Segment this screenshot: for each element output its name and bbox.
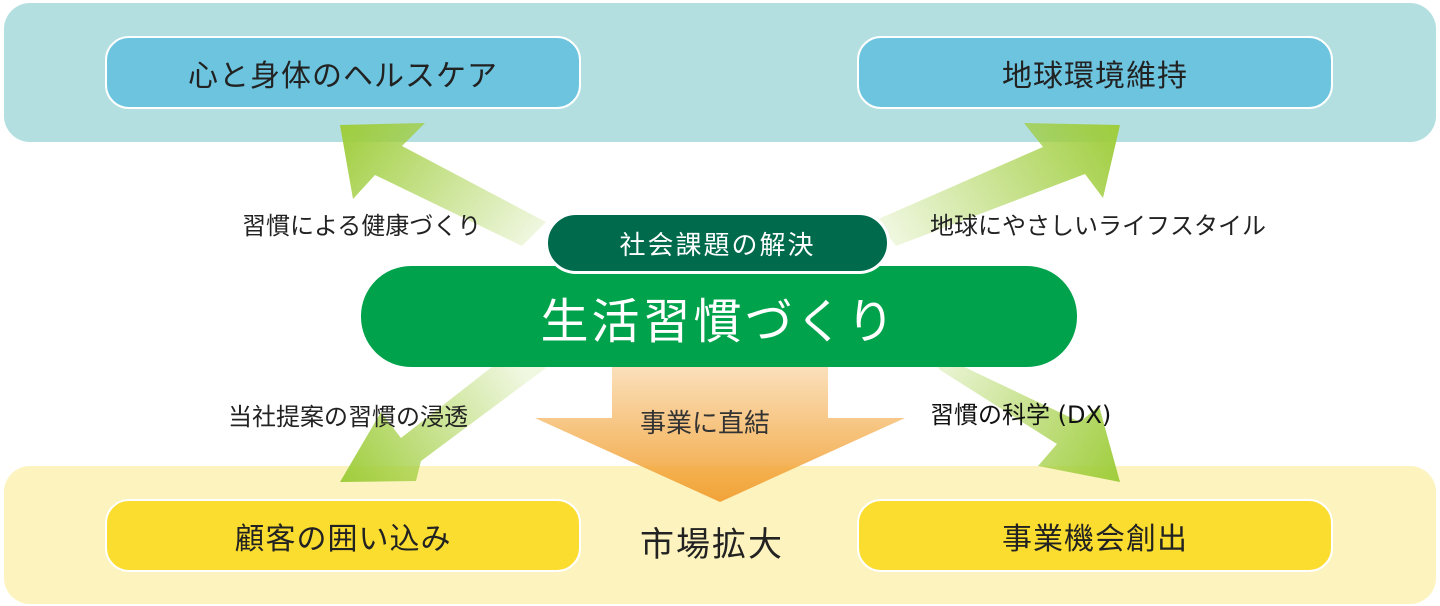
market-expansion: 市場拡大 (640, 525, 784, 565)
arrow-lower-right (918, 345, 1120, 482)
label-habit-science: 習慣の科学 (DX) (930, 401, 1112, 429)
customer-retention-box: 顧客の囲い込み (105, 499, 581, 572)
label-eco-lifestyle: 地球にやさしいライフスタイル (930, 212, 1266, 240)
health-care-box: 心と身体のヘルスケア (105, 36, 581, 109)
label-habit-penetration: 当社提案の習慣の浸透 (228, 403, 468, 431)
social-issue-tag: 社会課題の解決 (545, 212, 890, 274)
arrow-lower-left (340, 345, 546, 482)
label-health-habits: 習慣による健康づくり (242, 212, 482, 240)
label-direct-business: 事業に直結 (640, 409, 771, 439)
arrow-down (535, 366, 905, 502)
business-opportunity-box: 事業機会創出 (857, 499, 1333, 572)
earth-environment-box: 地球環境維持 (857, 36, 1333, 109)
arrow-upper-left (340, 123, 546, 246)
lifestyle-habit-core: 生活習慣づくり (361, 266, 1077, 367)
arrow-upper-right (876, 123, 1120, 246)
